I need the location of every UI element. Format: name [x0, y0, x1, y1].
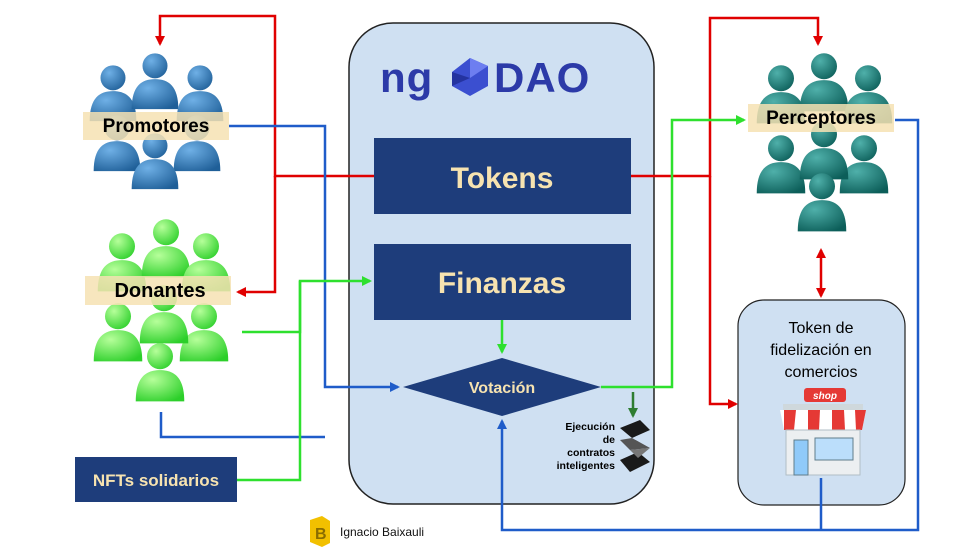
shop-icon: shop [780, 388, 866, 476]
donantes-label-bg [85, 276, 231, 305]
perceptores-label: Perceptores [766, 108, 876, 129]
blue-flow-donantes-to-votacion [159, 412, 325, 439]
author-logo: B Ignacio Baixauli [310, 516, 424, 547]
author-logo-letter: B [315, 526, 327, 543]
blue-flow-promotores-to-votacion [229, 124, 400, 392]
votacion-label: Votación [469, 380, 535, 397]
fidelizacion-line-3: comercios [785, 364, 858, 381]
logo-prefix: ng [380, 54, 433, 101]
donantes-label: Donantes [114, 280, 205, 302]
votacion-diamond [403, 358, 601, 416]
red-flow-tokens-to-promotores [155, 14, 374, 178]
green-flow-votacion-to-perceptores [601, 115, 746, 389]
ejecucion-line-2: de [603, 434, 615, 446]
ethereum-contract-icon [620, 420, 650, 472]
ejecucion-line-1: Ejecución [565, 421, 615, 433]
promotores-label-bg [83, 112, 229, 140]
red-flow-to-donantes [236, 176, 277, 297]
finanzas-box [374, 244, 631, 320]
ejecucion-line-4: inteligentes [557, 460, 616, 472]
logo-suffix: DAO [494, 54, 590, 101]
red-flow-to-comercios [708, 176, 738, 409]
tokens-box [374, 138, 631, 214]
donantes-people-icon [93, 219, 231, 402]
ejecucion-line-3: contratos [567, 447, 615, 459]
ejecucion-label: Ejecución de contratos inteligentes [557, 421, 616, 472]
perceptores-people-icon [756, 53, 893, 232]
nfts-label: NFTs solidarios [93, 471, 219, 490]
green-flow-nfts-to-finanzas [237, 281, 302, 482]
author-name: Ignacio Baixauli [340, 525, 424, 539]
fidelizacion-line-2: fidelización en [770, 342, 871, 359]
fidelizacion-text: Token de fidelización en comercios [770, 320, 871, 381]
logo-gem-icon [452, 58, 488, 96]
shop-sign-text: shop [813, 391, 837, 402]
blue-flow-perceptores-to-votacion [497, 118, 920, 532]
nfts-box [75, 457, 237, 502]
finanzas-label: Finanzas [438, 267, 566, 300]
tokens-label: Tokens [451, 162, 554, 195]
ngdao-logo: ng DAO [380, 54, 590, 101]
perceptores-label-bg [748, 104, 894, 132]
promotores-label: Promotores [103, 116, 210, 137]
red-flow-tokens-to-perceptores [631, 16, 823, 178]
fidelizacion-line-1: Token de [789, 320, 854, 337]
